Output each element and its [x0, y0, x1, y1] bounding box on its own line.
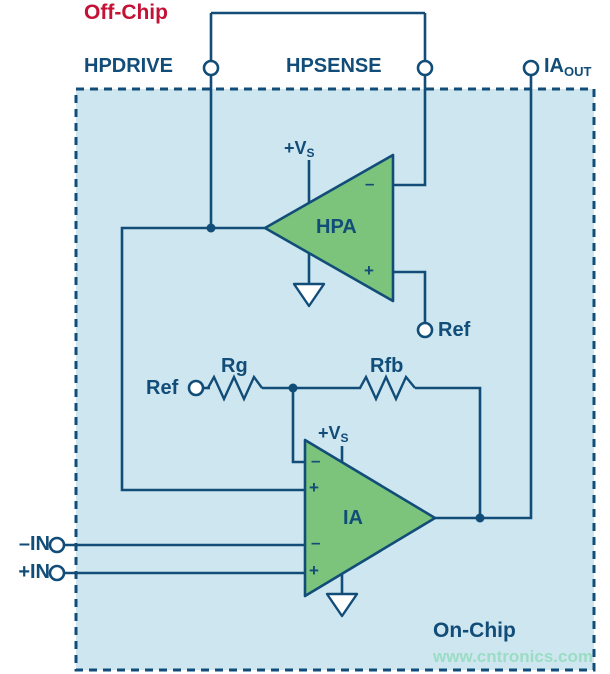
pos-in-terminal	[48, 564, 66, 582]
hpa-inverting-mark: –	[365, 174, 375, 193]
ia-supply-main: +V	[318, 423, 341, 443]
ref-label-hpa: Ref	[438, 319, 471, 341]
wire-feedback-node-to-ia-inverting	[291, 388, 306, 464]
watermark: www.cntronics.com	[433, 647, 593, 666]
ia-out-label: IAOUT	[544, 55, 592, 79]
ia-ground-symbol	[325, 592, 359, 618]
ia-feedback-inverting-mark: –	[311, 451, 321, 470]
hpdrive-terminal	[202, 59, 220, 77]
ia-signal-inverting-mark: –	[311, 533, 321, 552]
pos-in-label: +IN	[18, 561, 50, 583]
rg-resistor	[206, 374, 263, 402]
wire-hpa-output-to-ia-input	[120, 226, 306, 492]
ref-terminal-hpa	[416, 321, 434, 339]
ia-feedback-noninverting-mark: +	[309, 478, 319, 497]
junction-dot-hpdrive	[206, 223, 216, 233]
ref-terminal-ia	[187, 379, 205, 397]
hpa-noninverting-mark: +	[364, 261, 374, 280]
ia-out-label-sub: OUT	[564, 64, 592, 79]
hpsense-label: HPSENSE	[286, 55, 382, 77]
hpa-opamp-triangle	[263, 153, 395, 303]
hpa-name-label: HPA	[316, 216, 357, 238]
ia-out-terminal	[522, 59, 540, 77]
hpa-supply-main: +V	[284, 138, 307, 158]
ia-name-label: IA	[343, 507, 363, 529]
neg-in-terminal	[48, 536, 66, 554]
ia-out-label-main: IA	[544, 55, 564, 77]
junction-dot-feedback	[288, 383, 298, 393]
ia-supply-sub: S	[340, 431, 349, 445]
hpdrive-label: HPDRIVE	[84, 55, 173, 77]
off-chip-label: Off-Chip	[84, 1, 168, 24]
on-chip-label: On-Chip	[433, 619, 516, 642]
wire-rfb-to-output-node	[415, 386, 482, 518]
ia-opamp-triangle	[303, 438, 437, 598]
hpsense-terminal	[416, 59, 434, 77]
wire-ia-output-to-ia-out	[435, 68, 533, 520]
hpa-supply-label: +VS	[284, 138, 315, 160]
rg-label: Rg	[221, 355, 248, 377]
junction-dot-output	[475, 513, 485, 523]
hpa-supply-sub: S	[306, 146, 315, 160]
wire-hpa-noninverting-to-ref	[394, 270, 427, 323]
rfb-resistor	[358, 374, 416, 402]
rfb-label: Rfb	[370, 355, 404, 377]
hpa-ground-symbol	[292, 282, 326, 308]
neg-in-label: –IN	[18, 533, 50, 555]
ref-label-ia: Ref	[146, 377, 179, 399]
ia-signal-noninverting-mark: +	[309, 561, 319, 580]
ia-supply-label: +VS	[318, 423, 349, 445]
